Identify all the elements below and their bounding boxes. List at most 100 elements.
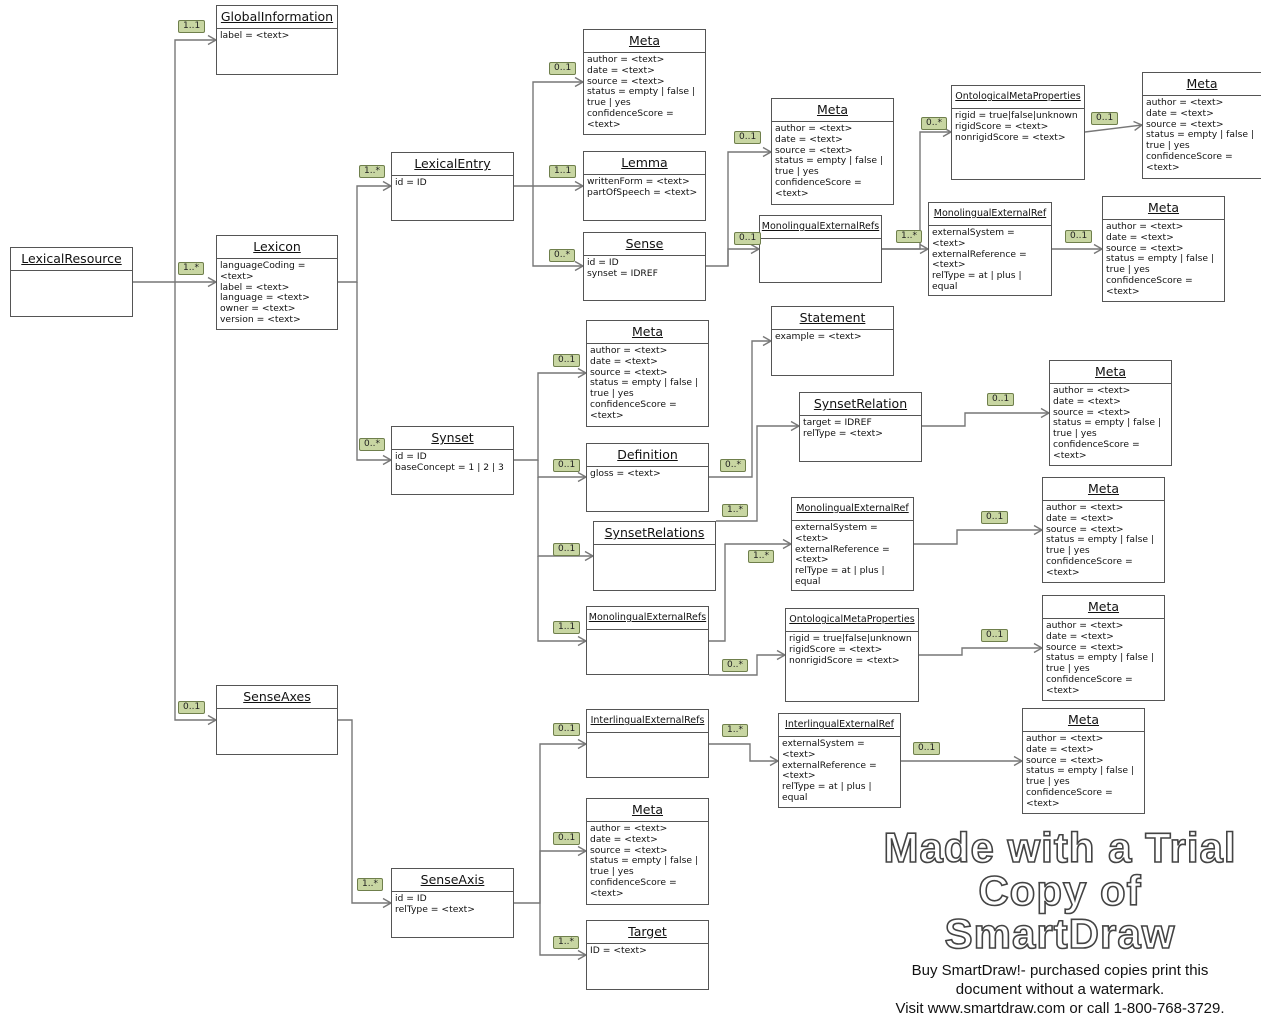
multiplicity-badge: 1..* <box>748 550 774 563</box>
attribute-line: externalSystem = <text> <box>795 522 878 544</box>
multiplicity-badge: 0..1 <box>734 131 762 144</box>
watermark-note-2: document without a watermark. <box>955 981 1165 998</box>
attribute-line: externalReference = <text> <box>932 248 1027 271</box>
class-title: SenseAxis <box>392 869 513 892</box>
attribute-line: status = empty | false | true | yes <box>1146 129 1255 152</box>
attribute-line: status = empty | false | true | yes <box>1053 417 1162 440</box>
association-line <box>539 850 586 903</box>
attribute-line: relType = at | plus | equal <box>795 565 885 587</box>
attribute-line: author = <text> <box>1146 97 1224 108</box>
multiplicity-badge: 0..1 <box>553 459 581 472</box>
class-title: Definition <box>587 444 708 467</box>
attribute-line: source = <text> <box>590 844 668 856</box>
association-line <box>338 719 391 904</box>
class-attributes: id = ID <box>392 176 513 191</box>
attribute-line: date = <text> <box>1046 512 1114 524</box>
attribute-line: status = empty | false | true | yes <box>590 377 699 400</box>
multiplicity-badge: 0..1 <box>981 629 1009 642</box>
class-title: Synset <box>392 427 513 450</box>
class-title: Meta <box>772 99 893 122</box>
attribute-line: date = <text> <box>1106 231 1174 243</box>
attribute-line: confidenceScore = <text> <box>1106 274 1193 297</box>
class-title: MonolingualExternalRefs <box>760 216 881 239</box>
attribute-line: relType = <text> <box>395 903 475 915</box>
attribute-line: gloss = <text> <box>590 468 661 479</box>
multiplicity-badge: 1..1 <box>178 20 206 33</box>
multiplicity-badge: 0..* <box>921 117 947 130</box>
association-line <box>174 282 216 721</box>
multiplicity-badge: 0..1 <box>549 62 577 75</box>
attribute-line: confidenceScore = <text> <box>590 876 677 899</box>
attribute-line: label = <text> <box>220 281 290 293</box>
attribute-line: confidenceScore = <text> <box>1146 150 1233 173</box>
watermark-line-1: Made with a Trial <box>883 824 1237 871</box>
class-box[interactable]: MonolingualExternalRefs <box>759 215 882 283</box>
attribute-line: target = IDREF <box>803 417 872 428</box>
class-box[interactable]: InterlingualExternalRefs <box>586 709 709 778</box>
class-attributes: example = <text> <box>772 330 893 345</box>
class-attributes: author = <text>date = <text>source = <te… <box>1043 501 1164 581</box>
class-attributes: externalSystem = <text>externalReference… <box>929 226 1051 295</box>
class-title: Meta <box>584 30 705 53</box>
attribute-line: confidenceScore = <text> <box>587 107 674 130</box>
attribute-line: baseConcept = 1 | 2 | 3 <box>395 461 504 473</box>
association-line <box>709 543 791 642</box>
multiplicity-badge: 0..1 <box>553 723 581 736</box>
class-box[interactable]: SenseAxes <box>216 685 338 755</box>
class-title: GlobalInformation <box>217 6 337 29</box>
class-title: Meta <box>1043 478 1164 501</box>
attribute-line: confidenceScore = <text> <box>590 398 677 421</box>
class-attributes: author = <text>date = <text>source = <te… <box>1043 619 1164 699</box>
class-title: MonolingualExternalRef <box>929 203 1051 226</box>
attribute-line: confidenceScore = <text> <box>1046 673 1133 696</box>
class-title: SynsetRelations <box>594 522 715 545</box>
class-title: InterlingualExternalRef <box>779 714 900 737</box>
class-attributes <box>587 630 708 634</box>
attribute-line: partOfSpeech = <text> <box>587 186 698 198</box>
class-attributes: ID = <text> <box>587 944 708 959</box>
class-box[interactable]: MonolingualExternalRefs <box>586 606 709 675</box>
attribute-line: date = <text> <box>775 133 843 145</box>
attribute-line: confidenceScore = <text> <box>1026 786 1113 809</box>
attribute-line: status = empty | false | true | yes <box>775 155 884 178</box>
multiplicity-badge: 0..1 <box>553 832 581 845</box>
attribute-line: author = <text> <box>1053 385 1131 396</box>
attribute-line: status = empty | false | true | yes <box>1046 534 1155 557</box>
class-box[interactable]: LexicalResource <box>10 247 133 317</box>
attribute-line: status = empty | false | true | yes <box>1026 765 1135 788</box>
attribute-line: rigid = true|false|unknown <box>955 110 1078 121</box>
class-title: SenseAxes <box>217 686 337 709</box>
class-box[interactable]: SynsetRelations <box>593 521 716 591</box>
class-title: Meta <box>1043 596 1164 619</box>
attribute-line: author = <text> <box>775 123 853 134</box>
attribute-line: externalReference = <text> <box>782 759 877 782</box>
attribute-line: author = <text> <box>587 54 665 65</box>
